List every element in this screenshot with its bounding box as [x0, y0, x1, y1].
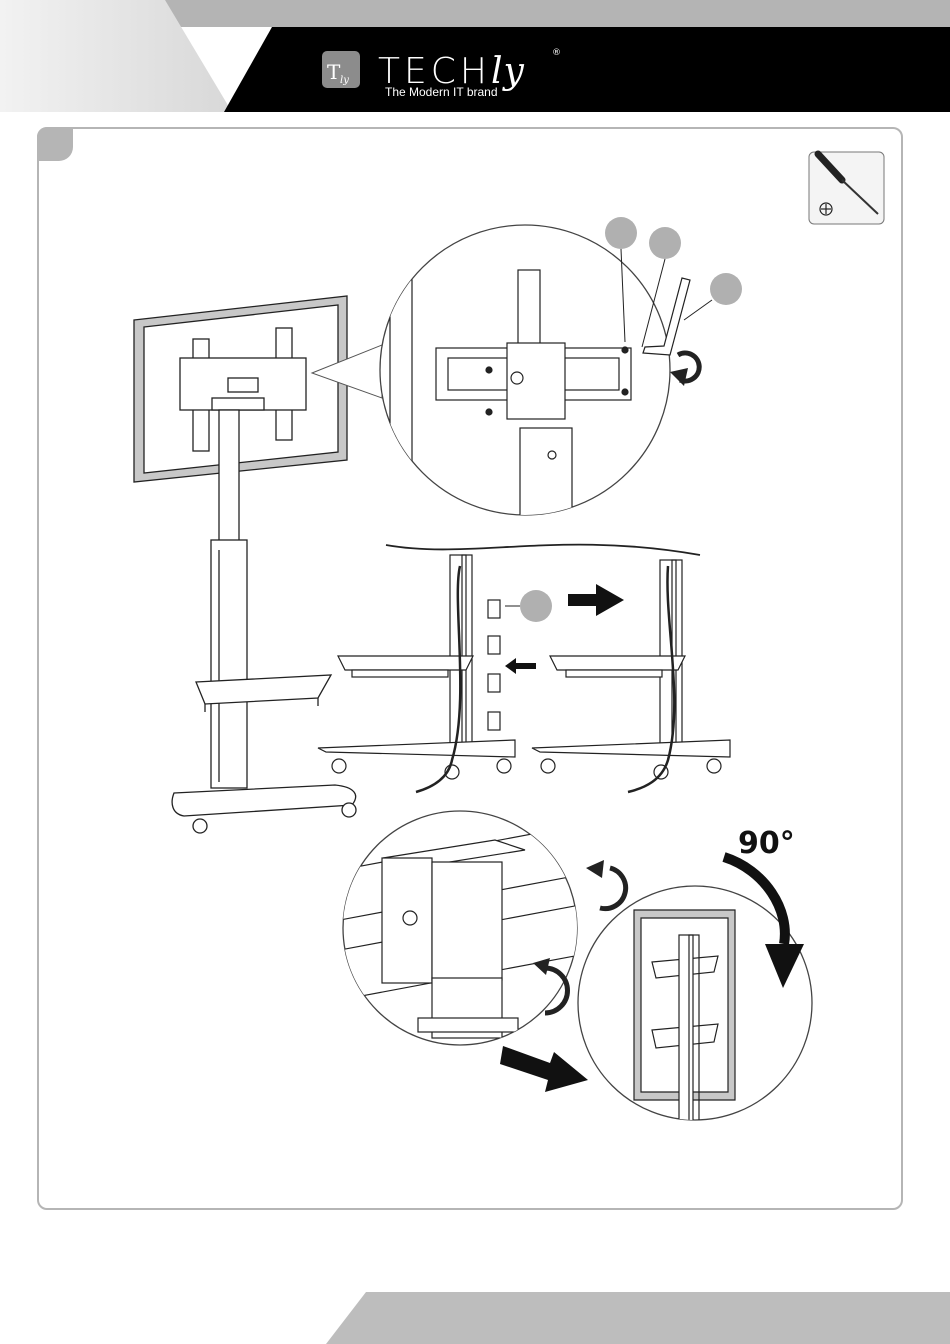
brand-logo-icon: T ly: [322, 51, 360, 88]
registered-mark: ®: [552, 48, 561, 58]
rotation-label: 90°: [738, 826, 795, 861]
svg-text:ly: ly: [340, 75, 349, 86]
step-frame: [37, 127, 903, 1210]
step-badge: [37, 127, 73, 161]
brand-tagline: The Modern IT brand: [385, 85, 498, 99]
footer-bar: [326, 1292, 950, 1344]
svg-text:T: T: [327, 60, 341, 84]
